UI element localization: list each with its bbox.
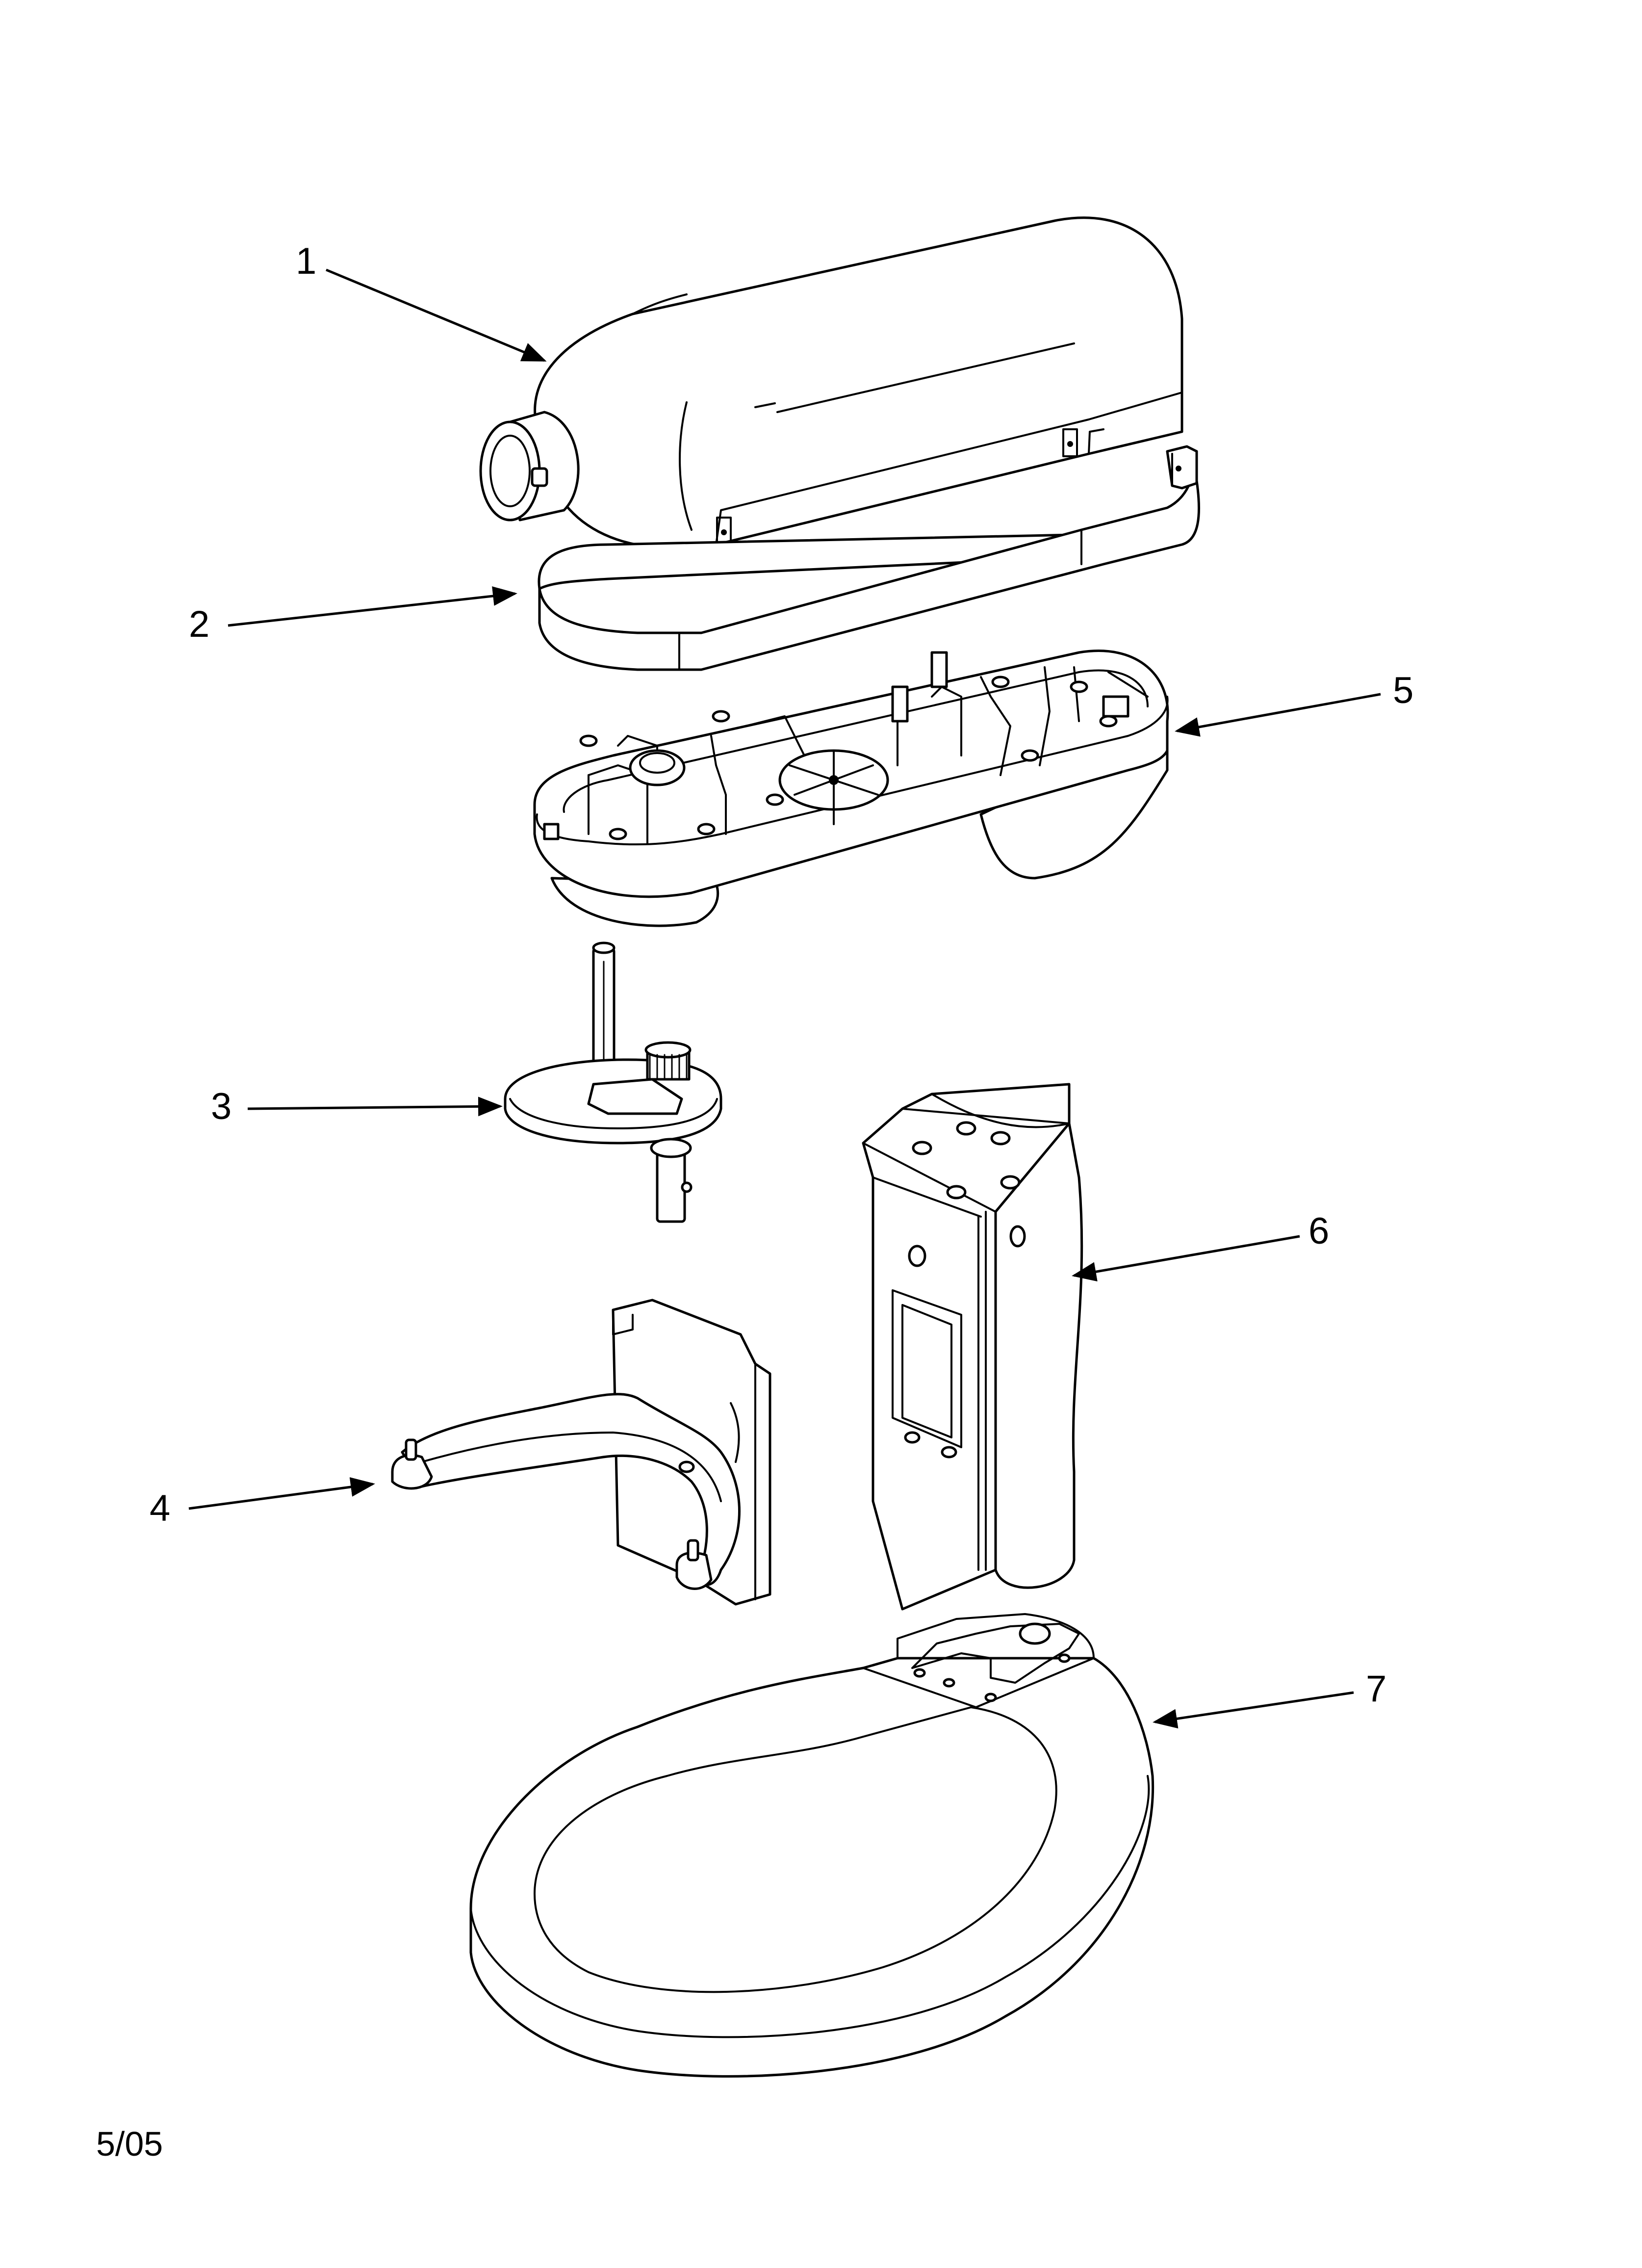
leader-7 bbox=[1153, 1691, 1354, 1729]
leader-lines bbox=[188, 268, 1381, 1729]
part-5-gear-case bbox=[533, 650, 1169, 927]
leader-2 bbox=[228, 586, 517, 627]
callout-4: 4 bbox=[150, 1487, 171, 1529]
part-1-motor-housing bbox=[479, 216, 1183, 549]
leader-6 bbox=[1072, 1235, 1300, 1281]
callout-3: 3 bbox=[211, 1086, 232, 1127]
callout-2: 2 bbox=[189, 603, 210, 645]
part-4-bowl-bracket bbox=[391, 1299, 771, 1606]
leader-3 bbox=[247, 1096, 503, 1117]
footer-date: 5/05 bbox=[96, 2125, 163, 2163]
part-3-spindle-assembly bbox=[504, 941, 722, 1223]
leader-1 bbox=[326, 268, 547, 362]
part-7-base bbox=[469, 1613, 1155, 2078]
leader-4 bbox=[188, 1477, 375, 1510]
callout-6: 6 bbox=[1308, 1210, 1330, 1252]
part-6-column bbox=[862, 1083, 1083, 1611]
part-2-trim-band bbox=[538, 445, 1201, 671]
callout-1: 1 bbox=[296, 240, 317, 282]
callout-5: 5 bbox=[1393, 670, 1414, 711]
leader-5 bbox=[1175, 693, 1381, 737]
callout-7: 7 bbox=[1366, 1668, 1387, 1710]
